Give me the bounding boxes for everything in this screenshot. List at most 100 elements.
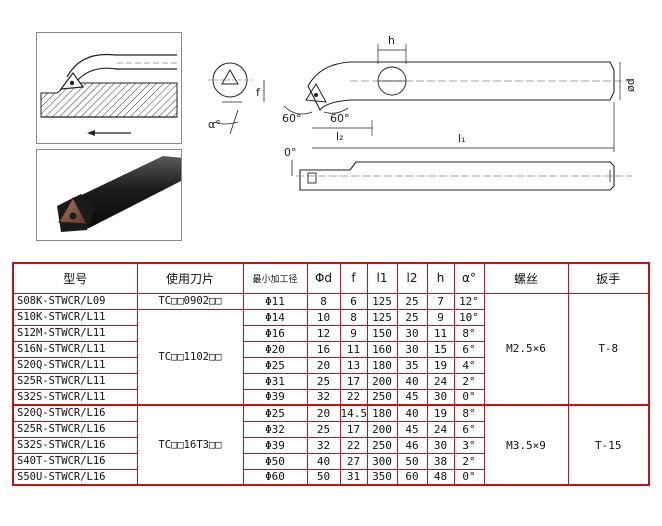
cell-screw: M2.5×6 bbox=[483, 292, 569, 406]
header-l1: l1 bbox=[366, 262, 398, 294]
cell-f: 17 bbox=[339, 372, 368, 390]
cell-l1: 125 bbox=[366, 308, 398, 326]
cell-min-bore: Φ39 bbox=[242, 388, 308, 406]
cell-l2: 40 bbox=[396, 404, 428, 422]
technical-drawing: α° f h ød 60° 60° l₂ l₁ 0° bbox=[208, 34, 637, 191]
angle-60-right-label: 60° bbox=[330, 112, 350, 125]
cell-l2: 30 bbox=[396, 340, 428, 358]
cell-min-bore: Φ11 bbox=[242, 292, 308, 310]
cell-l2: 60 bbox=[396, 468, 428, 486]
alpha-label: α° bbox=[208, 118, 221, 131]
header-f: f bbox=[339, 262, 368, 294]
cell-f: 22 bbox=[339, 436, 368, 454]
table-row: S25R-STWCR/L11 Φ31 25 17 200 40 24 2° bbox=[12, 372, 649, 390]
cell-d: 10 bbox=[306, 308, 341, 326]
cell-f: 27 bbox=[339, 452, 368, 470]
cell-wrench: T-15 bbox=[567, 404, 650, 486]
cell-d: 32 bbox=[306, 388, 341, 406]
cell-alpha: 12° bbox=[453, 292, 485, 310]
cell-insert: TC□□0902□□ bbox=[136, 292, 244, 310]
cell-h: 48 bbox=[426, 468, 455, 486]
cell-l2: 46 bbox=[396, 436, 428, 454]
cell-screw: M3.5×9 bbox=[483, 404, 569, 486]
d-label: ød bbox=[624, 78, 637, 92]
cell-min-bore: Φ14 bbox=[242, 308, 308, 326]
cell-l2: 50 bbox=[396, 452, 428, 470]
cell-h: 24 bbox=[426, 420, 455, 438]
cell-model: S20Q-STWCR/L16 bbox=[12, 404, 138, 422]
cell-f: 31 bbox=[339, 468, 368, 486]
cell-l2: 25 bbox=[396, 292, 428, 310]
boring-bar-photo bbox=[57, 156, 181, 232]
cell-alpha: 2° bbox=[453, 452, 485, 470]
cell-l2: 45 bbox=[396, 388, 428, 406]
cell-alpha: 8° bbox=[453, 404, 485, 422]
cell-min-bore: Φ25 bbox=[242, 356, 308, 374]
cell-h: 9 bbox=[426, 308, 455, 326]
cell-model: S25R-STWCR/L11 bbox=[12, 372, 138, 390]
cell-model: S10K-STWCR/L11 bbox=[12, 308, 138, 326]
spec-table: 型号 使用刀片 最小加工径 Φd f l1 l2 h α° 螺丝 扳手 S08K… bbox=[12, 262, 650, 486]
cell-h: 30 bbox=[426, 436, 455, 454]
cell-model: S32S-STWCR/L11 bbox=[12, 388, 138, 406]
cell-min-bore: Φ60 bbox=[242, 468, 308, 486]
cell-l2: 40 bbox=[396, 372, 428, 390]
cell-l1: 200 bbox=[366, 372, 398, 390]
cell-min-bore: Φ31 bbox=[242, 372, 308, 390]
cell-l1: 180 bbox=[366, 404, 398, 422]
cell-alpha: 0° bbox=[453, 388, 485, 406]
cell-d: 25 bbox=[306, 420, 341, 438]
cell-min-bore: Φ39 bbox=[242, 436, 308, 454]
cell-model: S20Q-STWCR/L11 bbox=[12, 356, 138, 374]
table-row: S12M-STWCR/L11 Φ16 12 9 150 30 11 8° bbox=[12, 324, 649, 342]
cell-f: 9 bbox=[339, 324, 368, 342]
header-insert: 使用刀片 bbox=[136, 262, 244, 294]
cell-l2: 25 bbox=[396, 308, 428, 326]
l1-label: l₁ bbox=[458, 132, 465, 145]
cell-f: 8 bbox=[339, 308, 368, 326]
cell-l2: 45 bbox=[396, 420, 428, 438]
cell-d: 20 bbox=[306, 356, 341, 374]
table-row: S20Q-STWCR/L16 TC□□16T3□□ Φ25 20 14.5 18… bbox=[12, 404, 650, 486]
cell-alpha: 2° bbox=[453, 372, 485, 390]
product-photo bbox=[36, 149, 182, 241]
cell-f: 11 bbox=[339, 340, 368, 358]
cell-f: 22 bbox=[339, 388, 368, 406]
cell-alpha: 6° bbox=[453, 340, 485, 358]
header-model: 型号 bbox=[12, 262, 138, 294]
cell-h: 30 bbox=[426, 388, 455, 406]
cell-min-bore: Φ50 bbox=[242, 452, 308, 470]
cell-f: 13 bbox=[339, 356, 368, 374]
header-l2: l2 bbox=[396, 262, 428, 294]
cell-l1: 200 bbox=[366, 420, 398, 438]
cell-insert: TC□□16T3□□ bbox=[136, 404, 244, 486]
cell-h: 7 bbox=[426, 292, 455, 310]
cell-h: 15 bbox=[426, 340, 455, 358]
cell-l1: 250 bbox=[366, 436, 398, 454]
cell-h: 24 bbox=[426, 372, 455, 390]
cell-d: 8 bbox=[306, 292, 341, 310]
cell-alpha: 0° bbox=[453, 468, 485, 486]
cell-model: S25R-STWCR/L16 bbox=[12, 420, 138, 438]
cell-d: 16 bbox=[306, 340, 341, 358]
cell-model: S40T-STWCR/L16 bbox=[12, 452, 138, 470]
header-phi-d: Φd bbox=[306, 262, 341, 294]
cell-min-bore: Φ25 bbox=[242, 404, 308, 422]
header-min-bore: 最小加工径 bbox=[242, 262, 308, 294]
cell-l2: 35 bbox=[396, 356, 428, 374]
table-header-row: 型号 使用刀片 最小加工径 Φd f l1 l2 h α° 螺丝 扳手 bbox=[12, 262, 650, 294]
boring-schematic-drawing bbox=[40, 53, 178, 136]
cell-h: 19 bbox=[426, 404, 455, 422]
cell-model: S08K-STWCR/L09 bbox=[12, 292, 138, 310]
h-label: h bbox=[388, 34, 395, 47]
header-wrench: 扳手 bbox=[567, 262, 650, 294]
cell-d: 50 bbox=[306, 468, 341, 486]
cell-l2: 30 bbox=[396, 324, 428, 342]
cell-d: 40 bbox=[306, 452, 341, 470]
table-row: S40T-STWCR/L16 Φ50 40 27 300 50 38 2° bbox=[12, 452, 649, 470]
cell-min-bore: Φ32 bbox=[242, 420, 308, 438]
cell-d: 25 bbox=[306, 372, 341, 390]
cell-l1: 150 bbox=[366, 324, 398, 342]
cell-alpha: 8° bbox=[453, 324, 485, 342]
cell-alpha: 3° bbox=[453, 436, 485, 454]
